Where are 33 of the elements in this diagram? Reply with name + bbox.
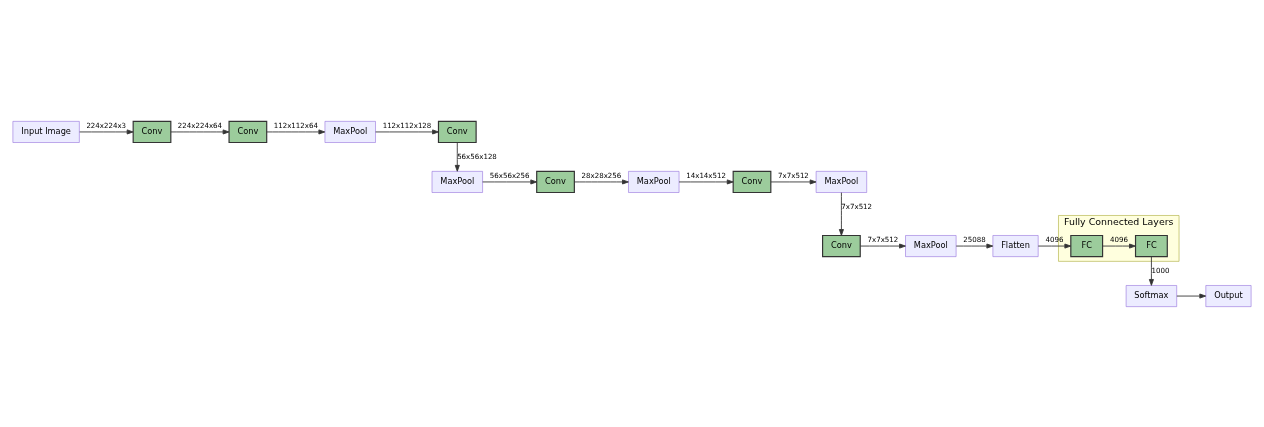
node-box: Conv [132,120,172,143]
node-box: FC [1134,234,1168,257]
arrow [266,128,326,134]
node-box: MaxPool [431,170,483,193]
arrow [1037,243,1072,249]
arrow [1102,243,1136,249]
node-box: MaxPool [905,234,957,257]
arrow [770,178,817,184]
node-box: Conv [822,234,861,257]
arrow [454,141,460,172]
node-box: MaxPool [815,170,867,193]
node-box: Conv [732,170,772,193]
node-box: Softmax [1125,284,1177,307]
node-box: Conv [437,120,477,143]
arrow [79,128,134,134]
node-box: Conv [536,170,575,193]
arrow [1148,255,1154,286]
arrow [955,243,994,249]
arrow [574,178,629,184]
arrow [678,178,734,184]
node-box: Output [1205,284,1252,307]
node-box: FC [1070,234,1104,257]
node-box: MaxPool [628,170,680,193]
node-box: Flatten [992,234,1039,257]
arrow [170,128,230,134]
node-box: Input Image [12,120,80,143]
arrow [482,178,538,184]
arrow [838,191,844,236]
node-box: Conv [228,120,268,143]
arrow [859,243,906,249]
arrow [1176,293,1207,299]
node-box: MaxPool [324,120,376,143]
arrow [375,128,439,134]
